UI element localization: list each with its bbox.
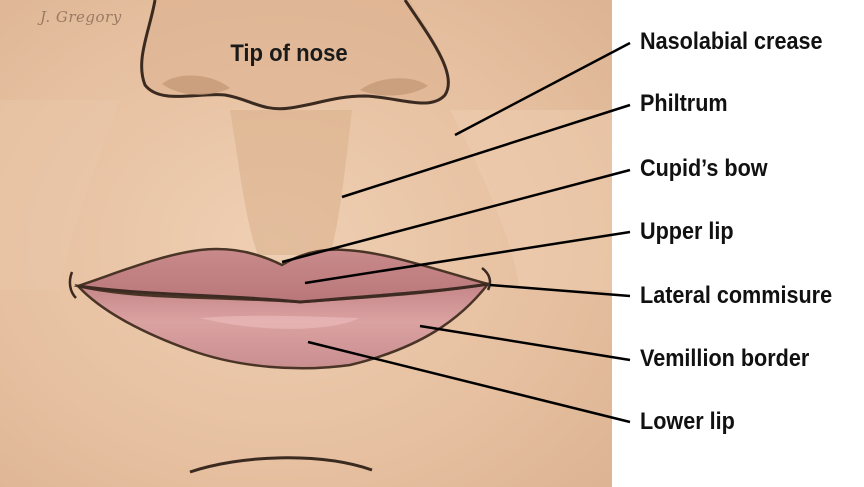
right-commissure-mark	[481, 267, 492, 291]
leader-upper-lip	[304, 230, 631, 285]
label-philtrum: Philtrum	[640, 90, 728, 117]
label-vemillion-border: Vemillion border	[640, 345, 810, 372]
lip-parting-line	[77, 282, 489, 304]
label-lower-lip: Lower lip	[640, 408, 735, 435]
leader-nasolabial-crease	[454, 41, 631, 137]
label-upper-lip: Upper lip	[640, 218, 734, 245]
leader-vemillion-border	[419, 324, 631, 362]
left-nostril	[162, 75, 230, 95]
chin-crease	[189, 456, 373, 474]
left-cheek-shadow	[0, 100, 120, 290]
nose-outline	[140, 0, 450, 111]
lower-lip-highlight	[200, 315, 360, 329]
right-cheek-shadow	[450, 110, 612, 290]
label-nasolabial-crease: Nasolabial crease	[640, 28, 823, 55]
label-cupids-bow: Cupid’s bow	[640, 155, 768, 182]
right-nostril	[360, 78, 428, 96]
leader-lines	[281, 41, 631, 424]
left-commissure-mark	[68, 271, 77, 299]
leader-cupids-bow	[281, 168, 631, 264]
philtrum-shading	[230, 110, 352, 255]
label-tip-of-nose: Tip of nose	[230, 40, 348, 67]
artist-signature: J. Gregory	[40, 8, 122, 26]
leader-lower-lip	[307, 340, 631, 424]
leader-philtrum	[341, 103, 631, 199]
label-lateral-commisure: Lateral commisure	[640, 282, 833, 309]
leader-lateral-commisure	[489, 283, 631, 298]
